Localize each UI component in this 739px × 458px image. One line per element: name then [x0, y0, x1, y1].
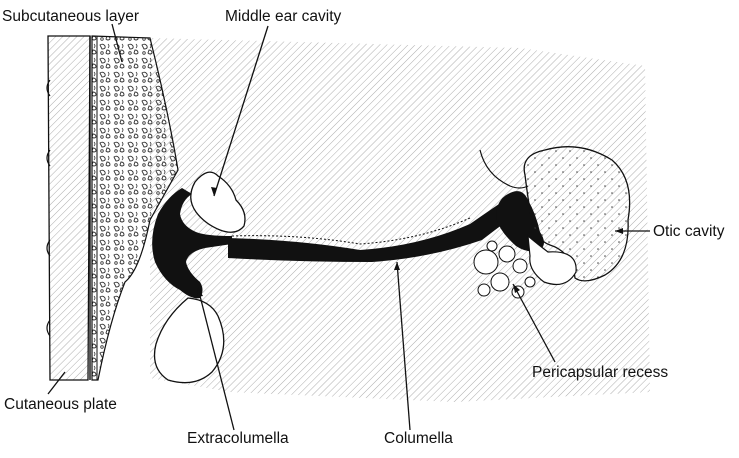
label-columella: Columella: [384, 431, 453, 447]
label-middle-ear-cavity: Middle ear cavity: [225, 9, 341, 25]
label-pericapsular-recess: Pericapsular recess: [532, 365, 668, 381]
label-extracolumella: Extracolumella: [187, 431, 289, 447]
cutaneous-plate-region: [48, 36, 90, 380]
label-otic-cavity: Otic cavity: [653, 224, 724, 240]
label-cutaneous-plate: Cutaneous plate: [4, 397, 117, 413]
label-subcutaneous-layer: Subcutaneous layer: [2, 9, 139, 25]
